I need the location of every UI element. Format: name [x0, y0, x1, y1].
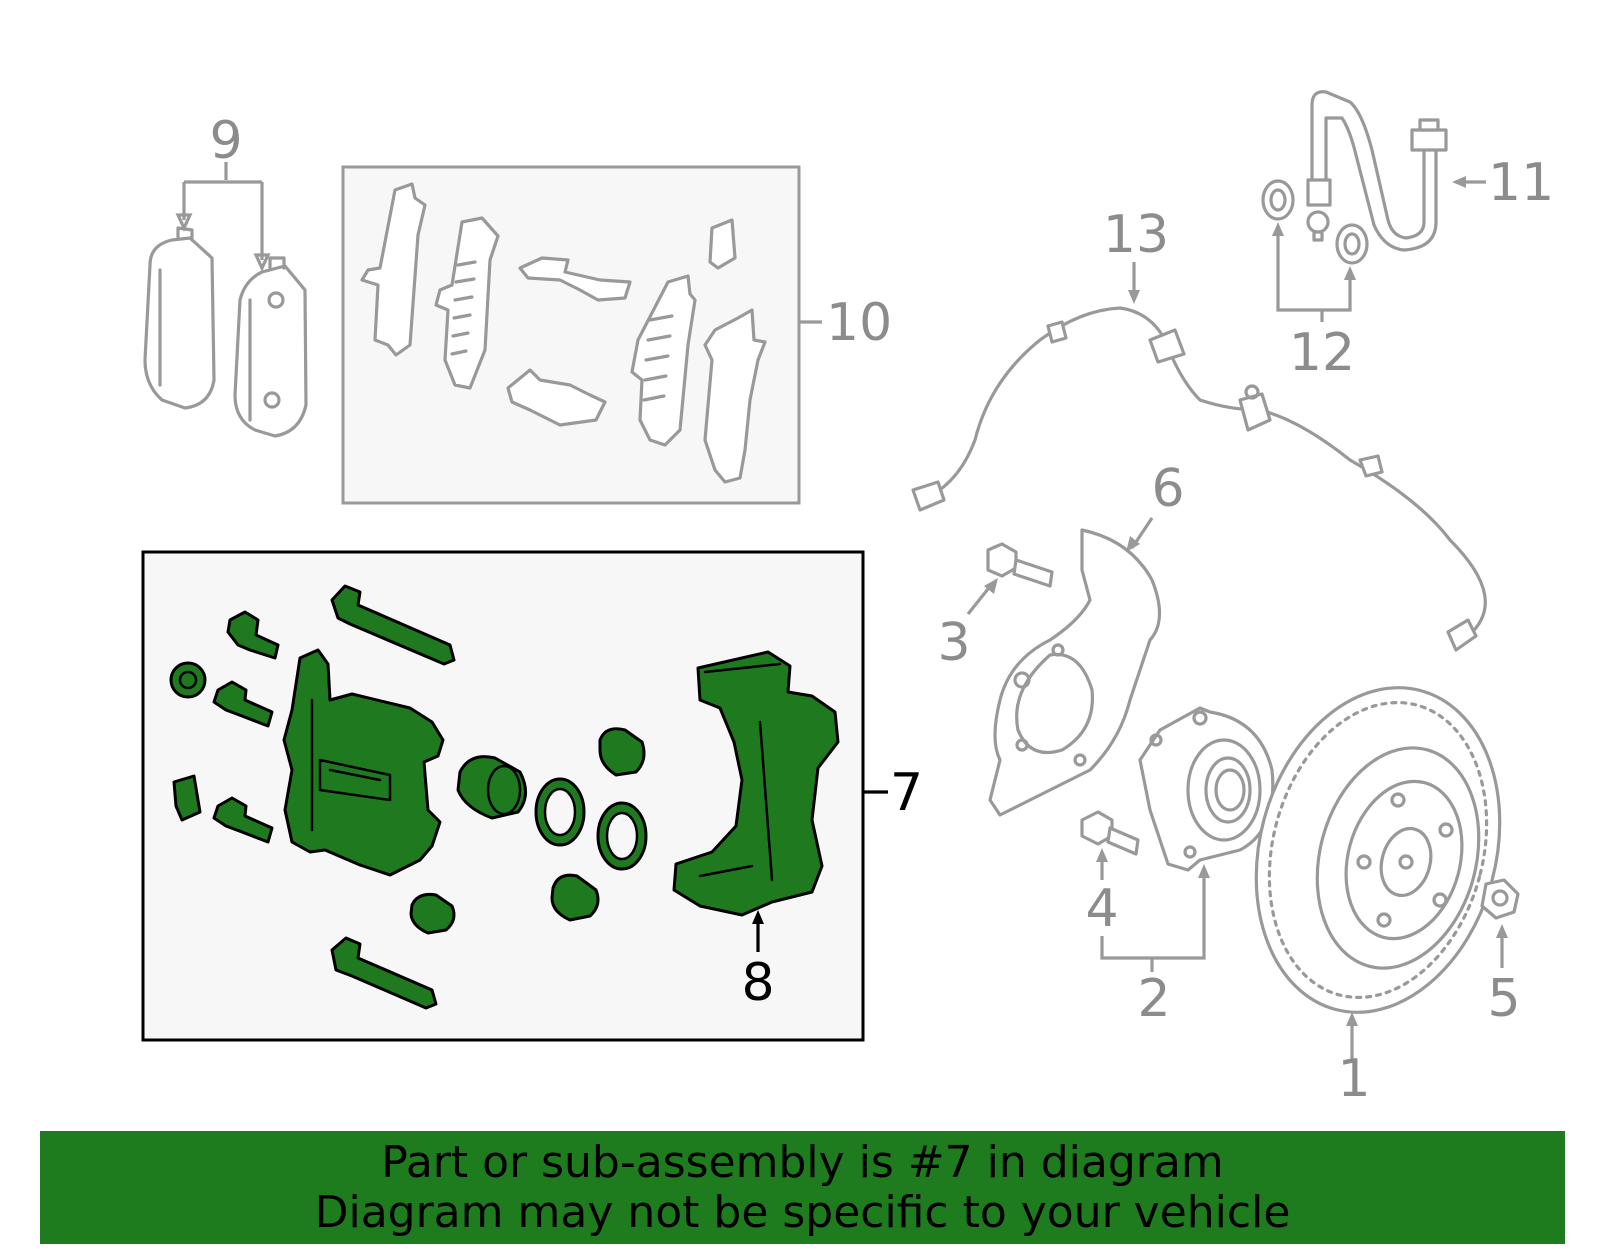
- leader-9: [182, 162, 264, 260]
- callout-12: 12: [1289, 323, 1355, 383]
- brake-hose[interactable]: [1306, 90, 1448, 252]
- abs-sensor-wire[interactable]: [911, 306, 1487, 652]
- callout-4: 4: [1085, 879, 1118, 939]
- notice-banner: Part or sub-assembly is #7 in diagram Di…: [40, 1131, 1565, 1244]
- caliper-assembly-parts[interactable]: [169, 584, 840, 1010]
- hub-assembly[interactable]: [1138, 706, 1275, 872]
- callout-1: 1: [1337, 1049, 1370, 1109]
- callout-2: 2: [1137, 969, 1170, 1029]
- callout-9: 9: [209, 111, 242, 171]
- leader-2: [1100, 870, 1206, 972]
- callout-7: 7: [890, 763, 923, 823]
- banner-line-1: Part or sub-assembly is #7 in diagram: [381, 1136, 1224, 1188]
- washers[interactable]: [1261, 179, 1369, 265]
- dust-shield[interactable]: [988, 528, 1162, 817]
- callout-6: 6: [1151, 459, 1184, 519]
- hub-bolt[interactable]: [1080, 810, 1140, 856]
- brake-rotor[interactable]: [1221, 660, 1534, 1040]
- callout-5: 5: [1487, 969, 1520, 1029]
- callout-3: 3: [937, 613, 970, 673]
- leader-12: [1276, 230, 1352, 322]
- brake-pads[interactable]: [143, 226, 308, 438]
- banner-line-2: Diagram may not be specific to your vehi…: [314, 1186, 1291, 1238]
- callout-8: 8: [741, 953, 774, 1013]
- callout-11: 11: [1488, 153, 1554, 213]
- callout-13: 13: [1103, 205, 1169, 265]
- shield-bolt[interactable]: [986, 542, 1054, 588]
- callout-10: 10: [826, 293, 892, 353]
- hardware-kit-parts[interactable]: [360, 182, 767, 484]
- lug-nut[interactable]: [1480, 878, 1520, 920]
